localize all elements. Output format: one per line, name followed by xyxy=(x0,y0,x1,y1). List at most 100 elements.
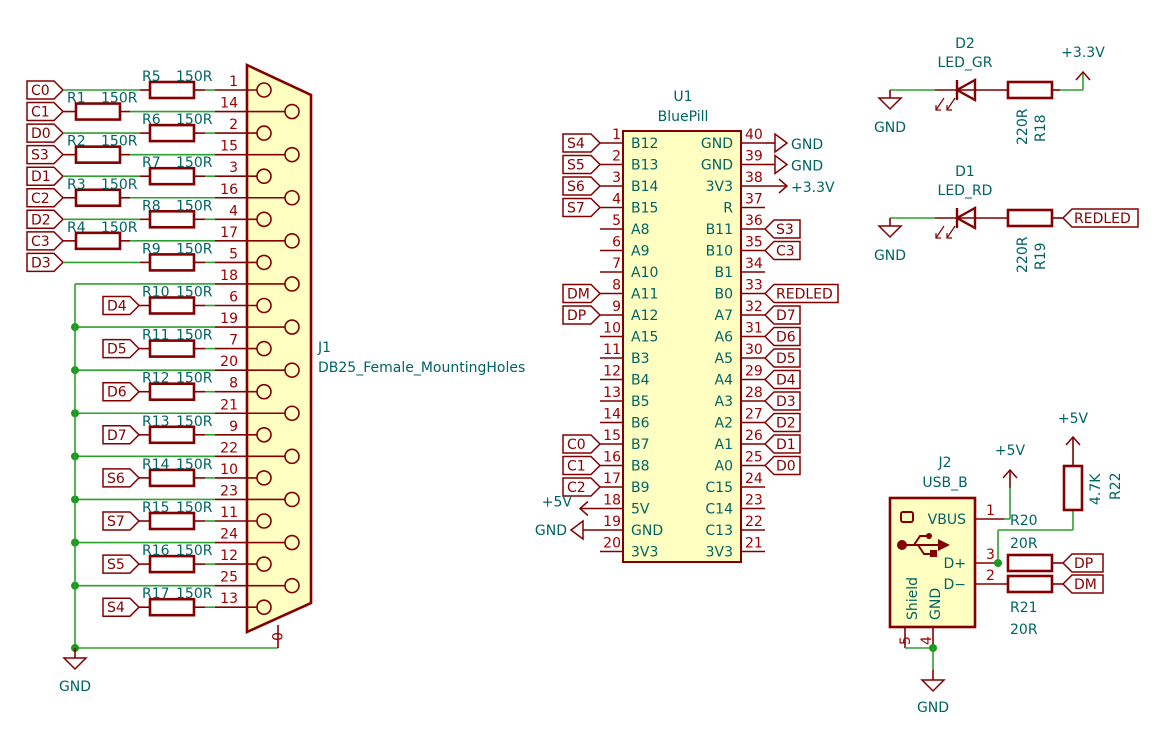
ref-designator: R21 xyxy=(1010,600,1038,616)
component-value: 20R xyxy=(1010,622,1038,638)
pin-number: 2 xyxy=(229,117,238,133)
pin-number: 11 xyxy=(220,505,238,521)
db25-pin-circle xyxy=(256,82,272,98)
pin-name: A0 xyxy=(715,459,733,475)
global-label-text: S3 xyxy=(31,148,49,164)
power-label: GND xyxy=(874,120,906,136)
pin-number: 1 xyxy=(229,74,238,90)
pin-number: 0 xyxy=(268,632,284,641)
ref-designator: D1 xyxy=(955,164,975,180)
global-label-text: DP xyxy=(567,308,586,324)
global-label-text: D3 xyxy=(31,255,51,271)
component-value: 150R xyxy=(176,543,213,559)
global-label-text: C2 xyxy=(567,480,586,496)
pin-name: GND xyxy=(631,523,663,539)
pin-name: VBUS xyxy=(928,512,966,528)
global-label xyxy=(763,369,801,390)
global-label xyxy=(562,434,602,454)
power-label: GND xyxy=(791,159,823,175)
ref-designator: R16 xyxy=(142,543,170,559)
usb-logo-icon xyxy=(930,550,937,557)
pin-number: 8 xyxy=(612,278,621,294)
global-label xyxy=(102,597,141,617)
pin-number: 4 xyxy=(919,636,935,645)
pin-name: B8 xyxy=(631,459,650,475)
pin-number: 9 xyxy=(229,419,238,435)
pin-number: 34 xyxy=(745,256,763,272)
pin-name: A9 xyxy=(631,244,649,260)
global-label-text: D7 xyxy=(776,308,796,324)
component-value: 150R xyxy=(176,112,213,128)
pin-name: A2 xyxy=(715,416,733,432)
global-label-text: D5 xyxy=(776,351,796,367)
pin-number: 25 xyxy=(745,450,763,466)
ref-designator: R12 xyxy=(142,371,170,387)
pin-name: B9 xyxy=(631,480,650,496)
global-label xyxy=(102,554,141,574)
global-label xyxy=(1061,574,1104,594)
pin-number: 24 xyxy=(220,527,238,543)
gnd-symbol-icon xyxy=(877,97,903,111)
pin-number: 15 xyxy=(220,139,238,155)
db25-pin-circle xyxy=(256,599,272,616)
pin-name: C13 xyxy=(705,523,733,539)
pin-name: GND xyxy=(701,158,733,174)
pin-number: 36 xyxy=(745,213,763,229)
global-label xyxy=(102,381,141,402)
db25-pin-circle xyxy=(256,470,272,486)
db25-pin-circle xyxy=(256,513,272,529)
led-emission-arrow-icon xyxy=(946,233,952,239)
pin-number: 22 xyxy=(220,440,238,456)
power-label: GND xyxy=(59,679,91,695)
usb-logo-icon xyxy=(938,539,950,551)
component-value: 150R xyxy=(101,177,138,193)
pin-number: 20 xyxy=(603,536,621,552)
pin-number: 25 xyxy=(220,570,238,586)
led-emission-arrow-icon xyxy=(946,97,956,111)
global-label-text: C3 xyxy=(31,234,50,250)
usb-logo-icon xyxy=(897,533,950,557)
pin-number: 13 xyxy=(603,385,621,401)
pin-name: A15 xyxy=(631,330,658,346)
pin-number: 28 xyxy=(745,385,763,401)
db25-pin-circle xyxy=(284,233,300,249)
global-label-text: C0 xyxy=(567,437,586,453)
pin-number: 32 xyxy=(745,299,763,315)
ref-designator: R1 xyxy=(67,91,86,107)
pin-number: 21 xyxy=(220,397,238,413)
global-label xyxy=(763,305,801,325)
ref-designator: U1 xyxy=(673,89,692,105)
pin-number: 19 xyxy=(603,514,621,530)
pin-number: 12 xyxy=(603,364,621,380)
led-emission-arrow-icon xyxy=(935,97,945,111)
pin-name: A12 xyxy=(631,308,658,324)
pin-number: 12 xyxy=(220,548,238,564)
db25-pin-circle xyxy=(284,103,300,120)
ref-designator: R4 xyxy=(67,220,86,236)
pin-number: 26 xyxy=(745,428,763,444)
pin-number: 23 xyxy=(220,483,238,499)
db25-pin-circle xyxy=(256,168,272,184)
pin-name: A8 xyxy=(631,222,649,238)
pin-number: 1 xyxy=(612,127,621,143)
power-label: +5V xyxy=(542,495,573,511)
pin-number: 10 xyxy=(603,321,621,337)
global-label xyxy=(763,455,801,476)
global-label xyxy=(26,101,65,122)
global-label-text: D1 xyxy=(31,169,51,185)
db25-pin-circle xyxy=(284,146,300,163)
global-label-text: S5 xyxy=(567,158,585,174)
ref-designator: R17 xyxy=(142,586,170,602)
pin-number: 18 xyxy=(220,268,238,284)
global-label-text: DP xyxy=(1074,556,1093,572)
gnd-symbol-icon xyxy=(774,132,789,154)
db25-pin-circle xyxy=(284,405,300,422)
global-label-text: D3 xyxy=(776,394,796,410)
global-label xyxy=(763,434,801,454)
pin-name: A11 xyxy=(631,287,658,303)
global-label-text: D0 xyxy=(31,126,51,142)
pin-name: B13 xyxy=(631,158,658,174)
power-label: GND xyxy=(917,700,949,716)
global-label xyxy=(763,283,839,304)
